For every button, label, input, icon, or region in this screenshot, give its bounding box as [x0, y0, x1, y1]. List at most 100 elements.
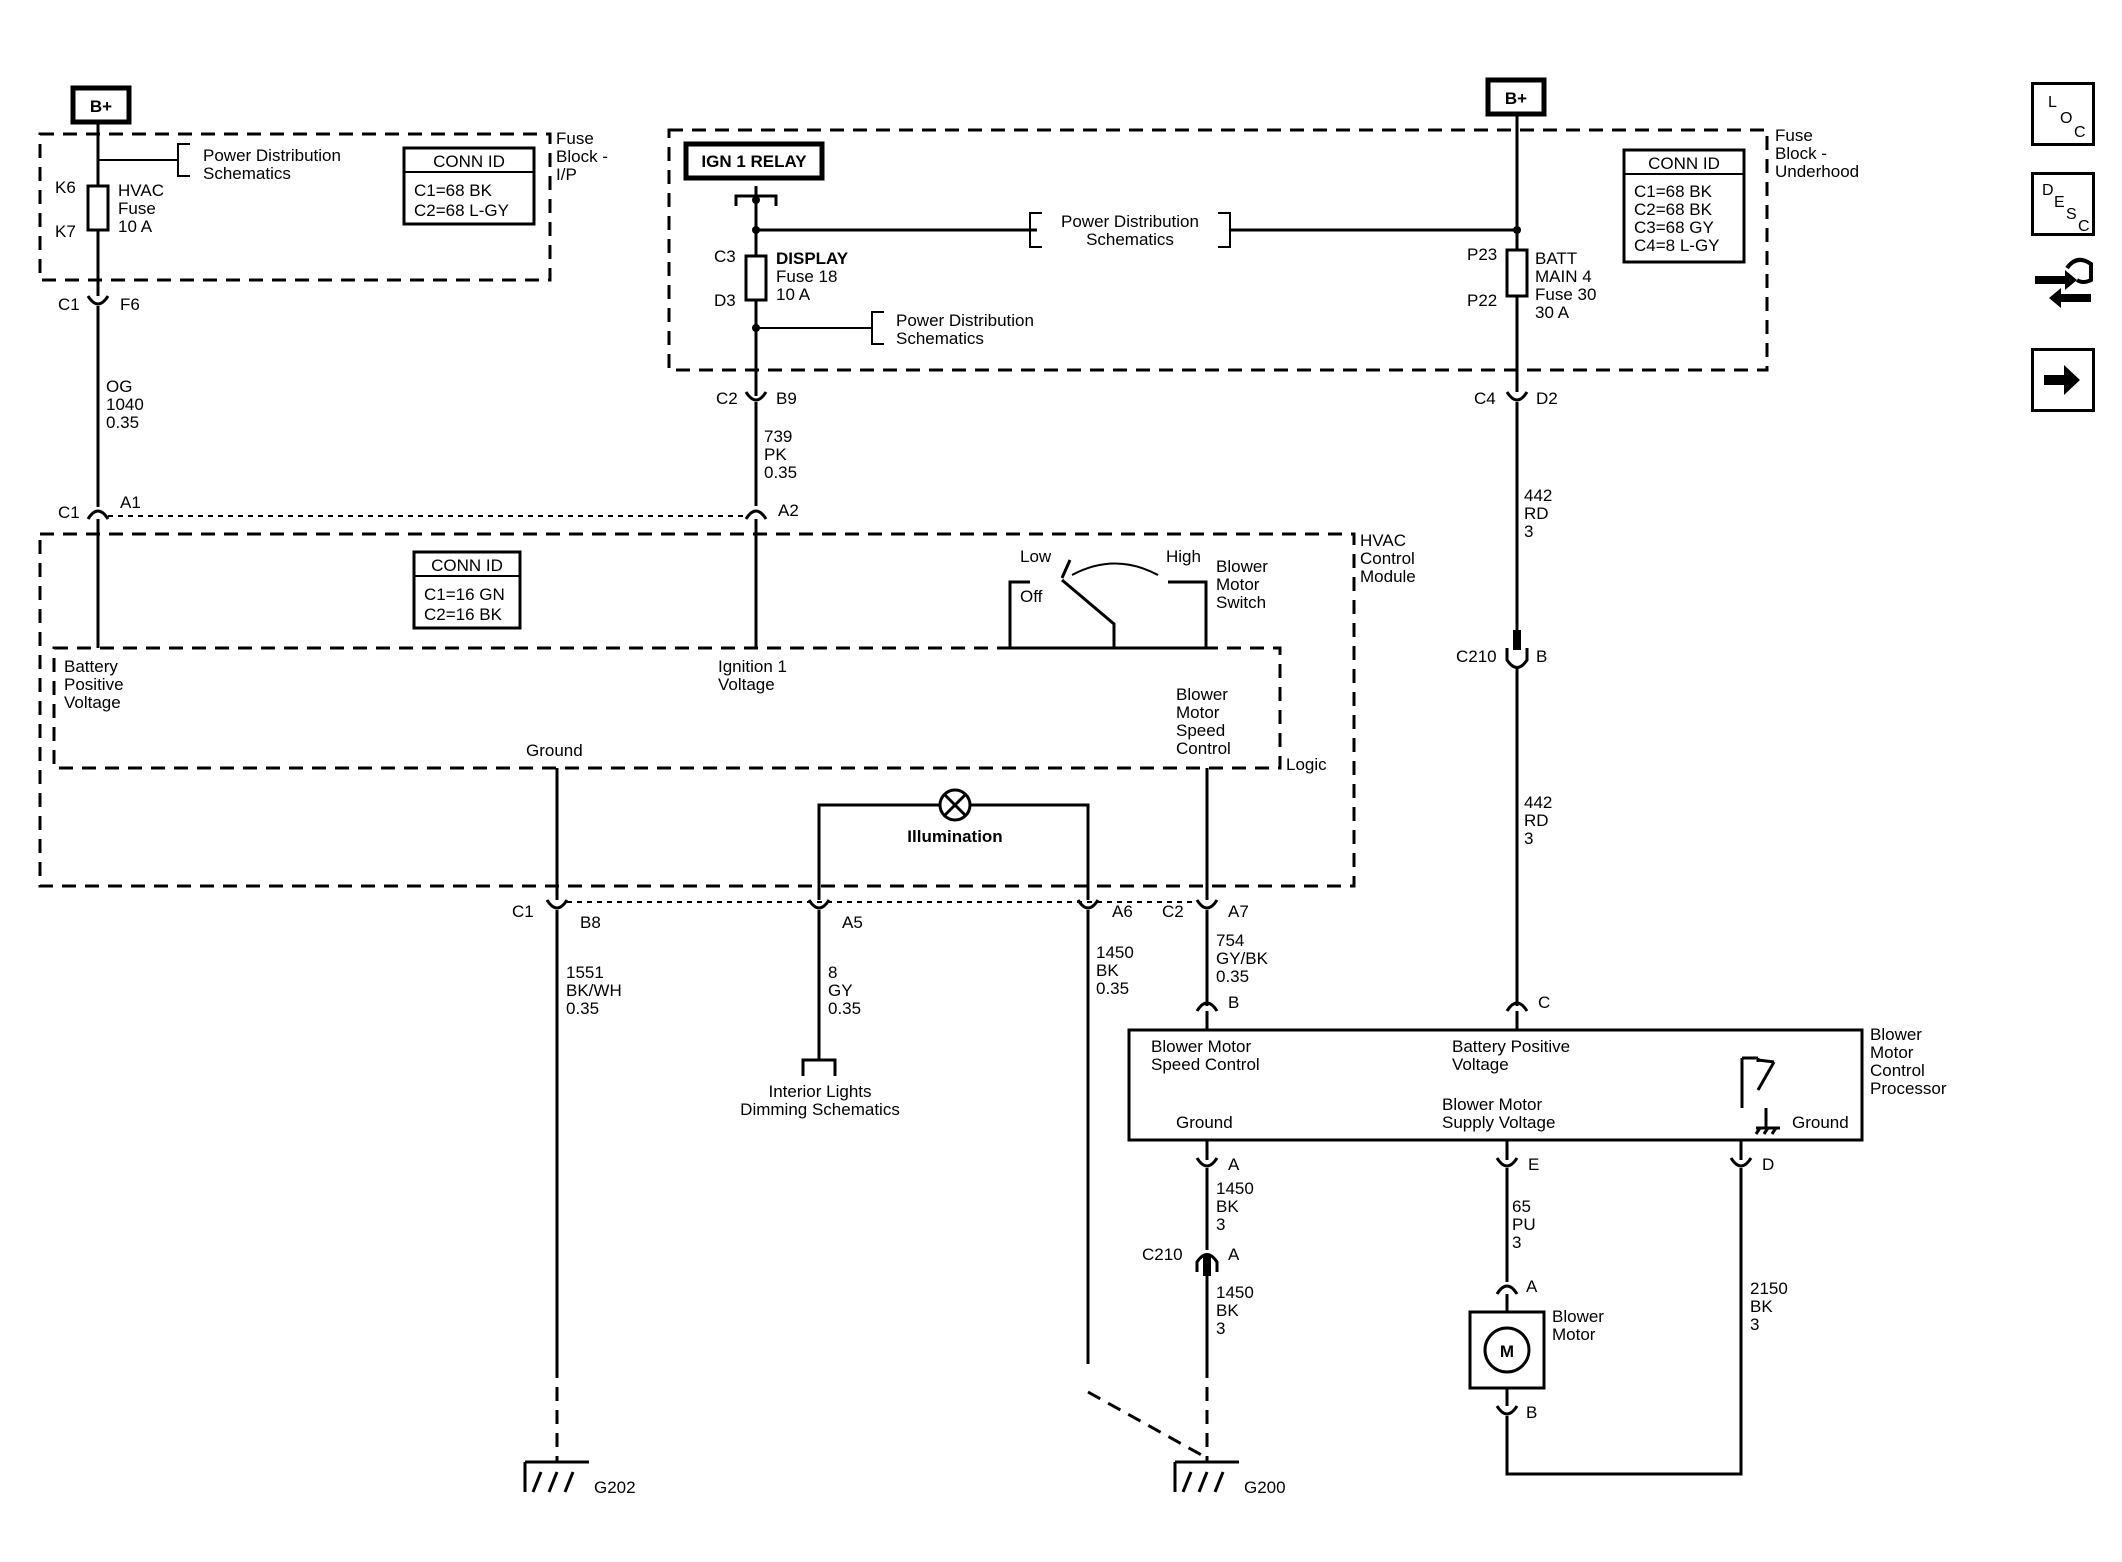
svg-text:30 A: 30 A — [1535, 303, 1570, 322]
connector-a5: A5 — [807, 899, 863, 932]
svg-text:Underhood: Underhood — [1775, 162, 1859, 181]
svg-text:C1: C1 — [58, 503, 80, 522]
bplus-left-source: B+ — [70, 85, 132, 125]
svg-text:C2=68 BK: C2=68 BK — [1634, 200, 1713, 219]
power-distribution-ref-display: Power Distribution Schematics — [896, 311, 1034, 348]
hvac-control-module-border — [38, 532, 1356, 888]
hand-tool-button[interactable] — [2031, 250, 2095, 314]
connector-a2: A2 — [744, 501, 799, 520]
svg-text:Voltage: Voltage — [1452, 1055, 1509, 1074]
svg-text:B: B — [1536, 647, 1547, 666]
svg-text:C210: C210 — [1142, 1245, 1183, 1264]
blower-motor: M Blower Motor — [1468, 1307, 1604, 1390]
svg-text:3: 3 — [1750, 1315, 1759, 1334]
svg-text:Fuse: Fuse — [118, 199, 156, 218]
svg-text:Processor: Processor — [1870, 1079, 1947, 1098]
signal-battery-positive-voltage: Battery Positive Voltage — [64, 657, 124, 712]
svg-text:C1=68 BK: C1=68 BK — [1634, 182, 1713, 201]
svg-text:C1=16 GN: C1=16 GN — [424, 585, 505, 604]
svg-text:P22: P22 — [1467, 291, 1497, 310]
loc-letter-o: O — [2060, 110, 2073, 127]
svg-text:C4: C4 — [1474, 389, 1496, 408]
svg-text:Fuse: Fuse — [556, 129, 594, 148]
svg-text:3: 3 — [1524, 829, 1533, 848]
svg-text:Control: Control — [1870, 1061, 1925, 1080]
svg-text:Off: Off — [1020, 587, 1043, 606]
connector-c210-a: C210 A — [1142, 1245, 1240, 1276]
next-button[interactable] — [2031, 348, 2095, 412]
svg-text:Voltage: Voltage — [718, 675, 775, 694]
connector-c1-a1: C1 A1 — [58, 493, 141, 522]
svg-text:65: 65 — [1512, 1197, 1531, 1216]
svg-text:B: B — [1228, 993, 1239, 1012]
hvac-fuse: K6 K7 HVAC Fuse 10 A — [55, 178, 164, 241]
svg-text:HVAC: HVAC — [118, 181, 164, 200]
svg-text:0.35: 0.35 — [764, 463, 797, 482]
svg-text:Schematics: Schematics — [896, 329, 984, 348]
svg-text:Blower: Blower — [1216, 557, 1268, 576]
svg-text:D: D — [1762, 1155, 1774, 1174]
power-distribution-ref-ip: Power Distribution Schematics — [203, 146, 341, 183]
svg-text:Blower: Blower — [1870, 1025, 1922, 1044]
desc-letter-s: S — [2066, 206, 2077, 223]
svg-text:High: High — [1166, 547, 1201, 566]
svg-text:B+: B+ — [1505, 89, 1527, 108]
description-button[interactable]: D E S C — [2031, 172, 2095, 236]
svg-text:DISPLAY: DISPLAY — [776, 249, 849, 268]
svg-text:OG: OG — [106, 377, 132, 396]
svg-text:E: E — [1528, 1155, 1539, 1174]
processor-speed-control: Blower Motor Speed Control — [1151, 1037, 1260, 1074]
svg-text:1551: 1551 — [566, 963, 604, 982]
svg-text:754: 754 — [1216, 931, 1244, 950]
svg-text:BK: BK — [1216, 1301, 1239, 1320]
logic-border — [52, 646, 1282, 770]
svg-text:Block -: Block - — [1775, 144, 1827, 163]
connector-c210-b: C210 B — [1456, 630, 1547, 669]
bplus-right-source: B+ — [1485, 77, 1547, 117]
svg-text:G200: G200 — [1244, 1478, 1286, 1497]
svg-text:HVAC: HVAC — [1360, 531, 1406, 550]
svg-text:Blower Motor: Blower Motor — [1442, 1095, 1542, 1114]
svg-text:K7: K7 — [55, 222, 76, 241]
wire-739-label: 739 PK 0.35 — [764, 427, 797, 482]
svg-text:1450: 1450 — [1216, 1179, 1254, 1198]
logic-label: Logic — [1286, 755, 1327, 774]
location-button[interactable]: L O C — [2031, 82, 2095, 146]
svg-text:Low: Low — [1020, 547, 1052, 566]
desc-letter-e: E — [2054, 194, 2065, 211]
signal-ignition-1-voltage: Ignition 1 Voltage — [718, 657, 787, 694]
svg-text:GY/BK: GY/BK — [1216, 949, 1269, 968]
svg-text:Motor: Motor — [1552, 1325, 1596, 1344]
loc-letter-c: C — [2074, 124, 2086, 141]
svg-text:B9: B9 — [776, 389, 797, 408]
svg-text:3: 3 — [1524, 522, 1533, 541]
svg-text:P23: P23 — [1467, 245, 1497, 264]
hand-arrows-icon — [2035, 257, 2093, 308]
svg-text:C2=16 BK: C2=16 BK — [424, 605, 503, 624]
svg-text:0.35: 0.35 — [828, 999, 861, 1018]
svg-text:BK: BK — [1096, 961, 1119, 980]
svg-text:D2: D2 — [1536, 389, 1558, 408]
svg-text:Blower: Blower — [1552, 1307, 1604, 1326]
svg-text:C2: C2 — [716, 389, 738, 408]
svg-text:Fuse: Fuse — [1775, 126, 1813, 145]
svg-text:BK: BK — [1216, 1197, 1239, 1216]
svg-text:C210: C210 — [1456, 647, 1497, 666]
svg-text:Motor: Motor — [1870, 1043, 1914, 1062]
svg-text:Dimming Schematics: Dimming Schematics — [740, 1100, 900, 1119]
svg-text:D3: D3 — [714, 291, 736, 310]
connector-motor-a: A — [1495, 1277, 1538, 1296]
processor-battery-positive: Battery Positive Voltage — [1452, 1037, 1570, 1074]
svg-text:2150: 2150 — [1750, 1279, 1788, 1298]
wire-754-label: 754 GY/BK 0.35 — [1216, 931, 1269, 986]
svg-text:GY: GY — [828, 981, 853, 1000]
svg-text:Motor: Motor — [1216, 575, 1260, 594]
svg-text:IGN 1 RELAY: IGN 1 RELAY — [701, 152, 807, 171]
svg-text:3: 3 — [1512, 1233, 1521, 1252]
svg-text:B+: B+ — [90, 97, 112, 116]
svg-text:Motor: Motor — [1176, 703, 1220, 722]
loc-letter-l: L — [2048, 94, 2057, 111]
ground-g202: G202 — [523, 1460, 636, 1497]
ground-g200: G200 — [1173, 1460, 1286, 1497]
svg-text:10 A: 10 A — [776, 285, 811, 304]
